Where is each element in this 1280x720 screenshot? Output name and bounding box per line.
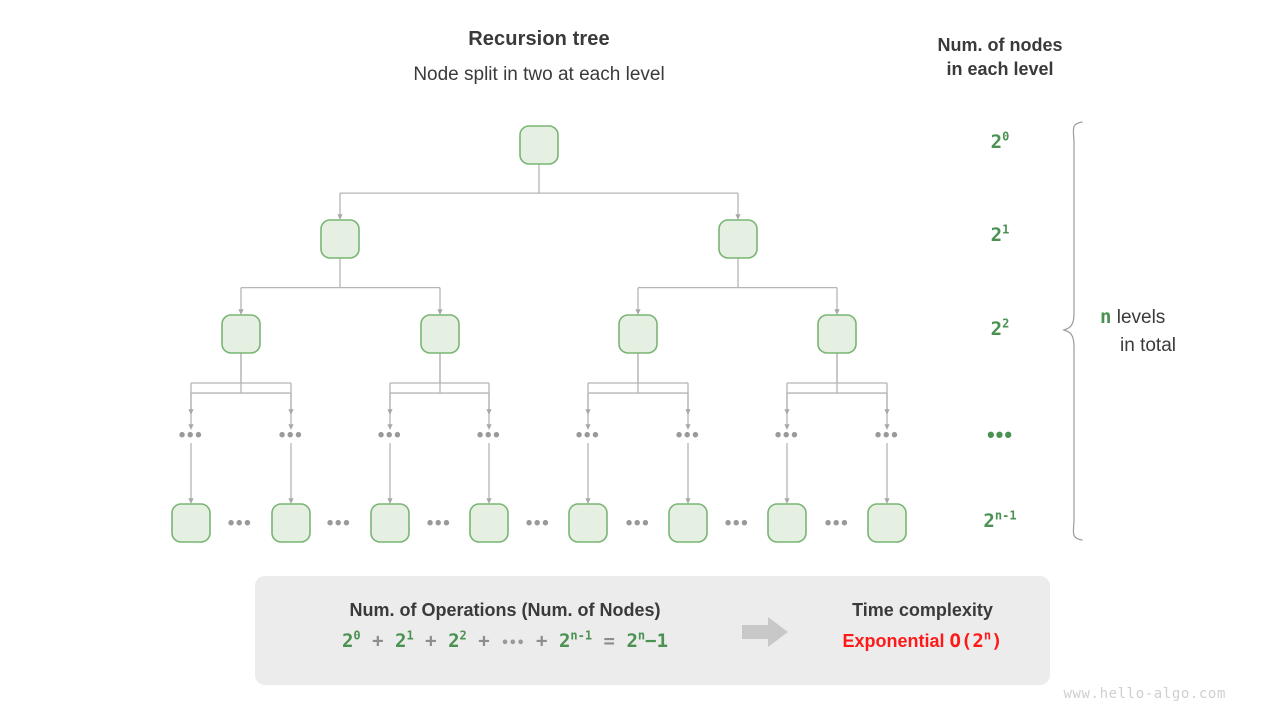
bottom-ellipsis: ••• <box>426 513 452 534</box>
tree-node <box>171 503 211 543</box>
tree-ellipsis: ••• <box>874 425 900 446</box>
formula-term-0-exponent: 0 <box>353 628 361 643</box>
tree-ellipsis: ••• <box>377 425 403 446</box>
tree-node <box>668 503 708 543</box>
tree-ellipsis: ••• <box>575 425 601 446</box>
levels-brace-icon <box>1062 121 1083 541</box>
level-count-1: 21 <box>940 224 1060 246</box>
formula-ellipsis: ••• <box>501 636 525 651</box>
summary-right-block: Time complexity Exponential O(2n) <box>795 600 1050 652</box>
tree-node <box>271 503 311 543</box>
level-count-3: ••• <box>986 422 1014 447</box>
tree-node <box>568 503 608 543</box>
formula-term-1: 21 <box>395 628 414 652</box>
bottom-ellipsis: ••• <box>525 513 551 534</box>
summary-left-heading: Num. of Operations (Num. of Nodes) <box>349 600 661 620</box>
level-count-base: 2 <box>990 318 1003 340</box>
levels-variable: n <box>1100 306 1112 328</box>
formula-plus-last: + <box>536 630 548 652</box>
tree-node <box>469 503 509 543</box>
formula-result-exponent: n <box>637 628 646 643</box>
complexity-notation: O(2n) <box>949 628 1003 652</box>
complexity-exponent: n <box>983 628 992 643</box>
tree-node <box>420 314 460 354</box>
formula-term-2-exponent: 2 <box>459 628 467 643</box>
tree-edges <box>188 164 890 504</box>
tree-node <box>867 503 907 543</box>
summary-box <box>255 576 1050 685</box>
tree-node <box>320 219 360 259</box>
formula-last-term: 2n-1 <box>558 628 593 652</box>
bottom-ellipsis: ••• <box>326 513 352 534</box>
tree-ellipsis: ••• <box>178 425 204 446</box>
formula-term-2: 22 <box>448 628 467 652</box>
watermark: www.hello-algo.com <box>1063 686 1226 702</box>
tree-node <box>618 314 658 354</box>
formula-plus-1: + <box>425 630 437 652</box>
formula-term-0: 20 <box>341 628 361 652</box>
bottom-ellipsis: ••• <box>824 513 850 534</box>
summary-left-block: Num. of Operations (Num. of Nodes) 20 + … <box>270 600 740 652</box>
node-count-title-line1: Num. of nodes <box>937 35 1063 55</box>
complexity-label: Exponential <box>842 631 945 651</box>
level-count-exponent: 1 <box>1002 222 1010 237</box>
right-arrow-icon <box>742 617 788 647</box>
level-count-0: 20 <box>940 131 1060 153</box>
tree-ellipsis: ••• <box>774 425 800 446</box>
level-count-2: 22 <box>940 318 1060 340</box>
tree-node <box>817 314 857 354</box>
bottom-ellipsis: ••• <box>724 513 750 534</box>
tree-ellipsis: ••• <box>675 425 701 446</box>
formula-plus-2: + <box>478 630 490 652</box>
complexity-result: Exponential O(2n) <box>795 630 1050 652</box>
node-count-column-title: Num. of nodes in each level <box>900 33 1100 81</box>
page-subtitle: Node split in two at each level <box>413 64 665 85</box>
level-count-base: 2 <box>990 224 1003 246</box>
summary-formula: 20 + 21 + 22 + ••• + 2n-1 = 2n−1 <box>270 630 740 652</box>
page-title: Recursion tree <box>468 28 610 50</box>
levels-total-label: n levels in total <box>1100 303 1270 360</box>
formula-term-1-exponent: 1 <box>406 628 414 643</box>
tree-node <box>370 503 410 543</box>
tree-node <box>221 314 261 354</box>
formula-plus-0: + <box>372 630 384 652</box>
levels-line1: levels <box>1116 307 1166 328</box>
bottom-ellipsis: ••• <box>625 513 651 534</box>
level-count-base: 2 <box>983 510 995 532</box>
level-count-exponent: 0 <box>1002 129 1010 144</box>
formula-result: 2n−1 <box>626 628 669 652</box>
bottom-ellipsis: ••• <box>227 513 253 534</box>
level-count-exponent: n-1 <box>994 508 1017 523</box>
level-count-base: 2 <box>990 131 1003 153</box>
tree-node <box>718 219 758 259</box>
tree-node <box>767 503 807 543</box>
formula-equals: = <box>603 630 615 652</box>
level-count-exponent: 2 <box>1002 316 1010 331</box>
tree-node <box>519 125 559 165</box>
tree-nodes <box>171 125 907 543</box>
tree-ellipsis: ••• <box>278 425 304 446</box>
levels-line2: in total <box>1120 335 1176 356</box>
tree-ellipsis: ••• <box>476 425 502 446</box>
formula-last-term-exponent: n-1 <box>570 628 593 643</box>
node-count-title-line2: in each level <box>946 59 1054 79</box>
level-count-4: 2n-1 <box>940 510 1060 532</box>
summary-right-heading: Time complexity <box>852 600 993 620</box>
